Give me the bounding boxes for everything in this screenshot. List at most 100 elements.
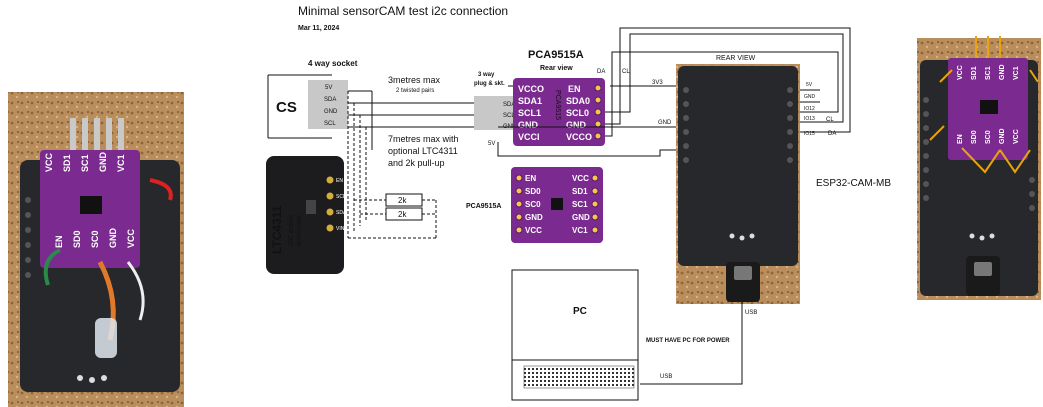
pc-label: PC xyxy=(573,306,587,317)
pca-rear-left-1: SDA1 xyxy=(518,96,542,106)
wire-label-3v3: 3V3 xyxy=(652,80,663,86)
pc-usb-label: USB xyxy=(660,374,672,380)
chip-icon xyxy=(306,200,316,214)
photo-right-pin-top-2: SC1 xyxy=(985,66,992,80)
ltc-pin-scl: SCL xyxy=(336,194,346,200)
diagram-date: Mar 11, 2024 xyxy=(298,25,339,32)
photo-right-pin-bottom-2: SC0 xyxy=(985,130,992,144)
photo-left-pin-top-1: SD1 xyxy=(62,154,72,172)
usb-icon xyxy=(974,262,992,276)
wire-label-cl: CL xyxy=(622,69,630,75)
resistor-1-label: 2k xyxy=(398,196,407,205)
ltc-pin-en: EN xyxy=(336,178,343,184)
led-icon xyxy=(95,318,117,358)
cable-pairs: 2 twisted pairs xyxy=(396,88,434,94)
photo-left-pin-bottom-4: VCC xyxy=(126,228,136,248)
cs-box: CS xyxy=(267,74,332,139)
esp-rear-view-label: REAR VIEW xyxy=(716,55,756,62)
resistor-1 xyxy=(385,193,423,207)
plug-pin-sda: SDA xyxy=(503,102,515,108)
cable-note-line3: and 2k pull-up xyxy=(388,158,445,168)
photo-right-pin-top-4: VC1 xyxy=(1013,66,1020,80)
chip-icon xyxy=(80,196,102,214)
plug-label-line1: 3 way xyxy=(478,72,495,78)
cable-note-line2: optional LTC4311 xyxy=(388,146,458,156)
esp-board xyxy=(678,66,798,266)
pca-rear-silk: PCA9515 xyxy=(554,90,561,120)
esp-pin-io15: IO15 xyxy=(804,131,815,137)
pca-front-left-0: EN xyxy=(525,174,536,183)
pca-front-left-4: VCC xyxy=(525,226,542,235)
photo-right-pin-top-0: VCC xyxy=(957,65,964,80)
pca-front-left-1: SD0 xyxy=(525,187,541,196)
photo-right-pin-bottom-0: EN xyxy=(957,134,964,144)
pc-power-note: MUST HAVE PC FOR POWER xyxy=(646,338,730,344)
cable-note-line1: 7metres max with xyxy=(388,134,459,144)
photo-left-pin-top-3: GND xyxy=(98,152,108,173)
pca-rear-board xyxy=(513,78,605,146)
photo-right-pin-top-1: SD1 xyxy=(971,66,978,80)
pca-front-right-0: VCC xyxy=(572,174,589,183)
photo-right: VCC SD1 SC1 GND VC1 EN SD0 SC0 GND VCC xyxy=(917,36,1041,300)
pca-rear-left-3: GND xyxy=(518,120,539,130)
pca-front-left-2: SC0 xyxy=(525,200,541,209)
chip-icon xyxy=(980,100,998,114)
wire-label-gnd: GND xyxy=(658,120,672,126)
esp-usb-label: USB xyxy=(745,310,757,316)
usb-icon xyxy=(734,266,752,280)
pca-rear-left-4: VCCI xyxy=(518,132,540,142)
socket-pin-sda: SDA xyxy=(324,97,336,103)
socket-label: 4 way socket xyxy=(308,59,358,68)
resistor-2 xyxy=(385,207,423,221)
esp-pin-io13: IO13 xyxy=(804,116,815,122)
esp-wire-label-da: DA xyxy=(828,131,836,137)
pca-front-right-2: SC1 xyxy=(572,200,588,209)
pca-front-label: PCA9515A xyxy=(466,203,501,210)
ltc-sub-line2: terminator xyxy=(296,214,303,246)
esp-wire-label-cl: CL xyxy=(826,117,834,123)
pca-rear-right-4: VCCO xyxy=(566,132,592,142)
socket-pin-5v: 5V xyxy=(325,85,332,91)
pca-rear-right-2: SCL0 xyxy=(566,108,589,118)
cable-max-length: 3metres max xyxy=(388,75,441,85)
esp-pin-5v: 5V xyxy=(806,82,813,88)
pca-rear-left-0: VCCO xyxy=(518,84,544,94)
socket-pin-scl: SCL xyxy=(324,121,336,127)
ltc-pin-vin: VIN xyxy=(336,226,345,232)
ltc-board: LTC4311 I2C active terminator EN SCL SDA… xyxy=(266,156,347,274)
pca-front-left-3: GND xyxy=(525,213,543,222)
photo-left-pin-top-0: VCC xyxy=(44,152,54,172)
diagram-title: Minimal sensorCAM test i2c connection xyxy=(298,4,508,18)
ltc-chip-name: LTC4311 xyxy=(270,205,284,254)
pca-esp-wires xyxy=(497,27,851,157)
photo-left-pin-top-4: VC1 xyxy=(116,154,126,172)
pca-front-right-3: GND xyxy=(572,213,590,222)
chip-icon xyxy=(551,198,563,210)
photo-left-pin-bottom-3: GND xyxy=(108,228,118,249)
plug-label-line2: plug & skt. xyxy=(474,81,505,87)
photo-left-pin-bottom-1: SD0 xyxy=(72,230,82,248)
pca-rear-right-1: SDA0 xyxy=(566,96,590,106)
cable-lines xyxy=(348,90,498,150)
esp-board-name: ESP32-CAM-MB xyxy=(816,178,891,189)
pca-front-right-4: VC1 xyxy=(572,226,588,235)
photo-right-pin-bottom-3: GND xyxy=(999,128,1006,144)
wire-label-5v: 5V xyxy=(488,141,495,147)
photo-right-pin-top-3: GND xyxy=(999,64,1006,80)
esp-pin-io12: IO12 xyxy=(804,106,815,112)
orange-wires-bottom xyxy=(929,69,1039,174)
photo-left-pin-top-2: SC1 xyxy=(80,154,90,172)
plug-pin-scl: SCL xyxy=(503,113,515,119)
usb-cable xyxy=(640,302,743,385)
ltc-pin-sda: SDA xyxy=(336,210,347,216)
socket-connector xyxy=(308,80,348,129)
photo-right-pin-bottom-4: VCC xyxy=(1013,129,1020,144)
cs-label: CS xyxy=(276,99,297,116)
pca-rear-title: PCA9515A xyxy=(528,49,584,61)
ltc-dashed-wires xyxy=(347,91,437,239)
pca-rear-right-0: EN xyxy=(568,84,581,94)
photo-left-pin-bottom-2: SC0 xyxy=(90,230,100,248)
socket-pin-gnd: GND xyxy=(324,109,338,115)
pca-front-right-1: SD1 xyxy=(572,187,588,196)
